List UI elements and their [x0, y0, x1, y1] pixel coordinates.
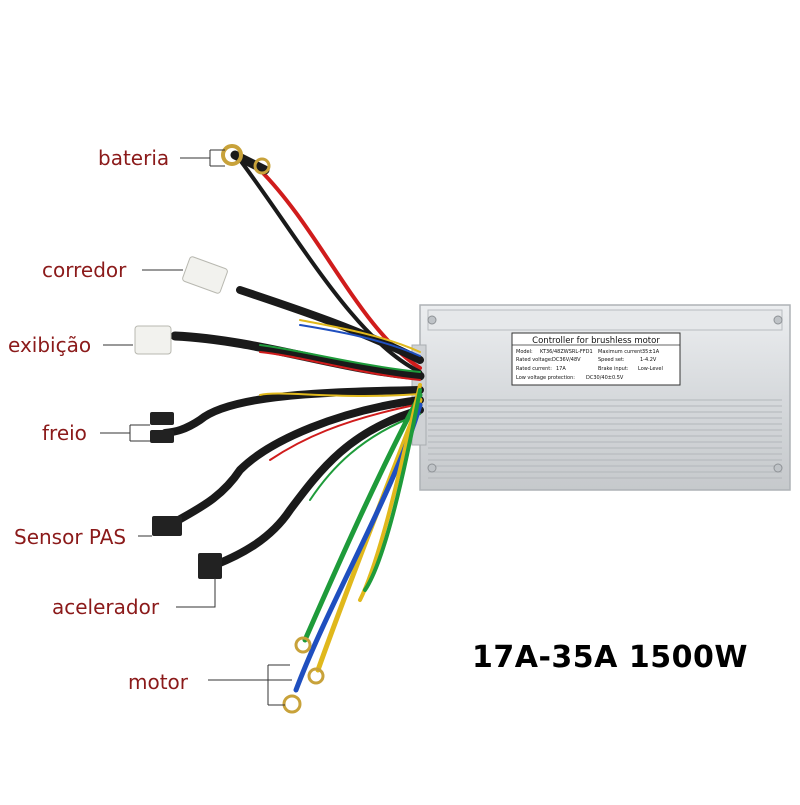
product-headline: 17A-35A 1500W — [472, 640, 748, 675]
acelerador-connector — [198, 553, 222, 579]
nameplate-row-1-key-1: Model: — [516, 349, 533, 355]
label-corredor: corredor — [42, 258, 127, 282]
freio-connector — [150, 412, 174, 425]
nameplate-row-2-val-1: DC36V/48V — [552, 357, 581, 363]
nameplate-row-1-key-2: Maximum current: — [598, 349, 644, 355]
label-sensor-pas: Sensor PAS — [14, 525, 127, 549]
battery-ring-terminal — [221, 144, 243, 166]
nameplate-row-3-val-1: 17A — [556, 366, 566, 372]
wire-harness — [161, 150, 425, 693]
label-acelerador: acelerador — [52, 595, 160, 619]
nameplate-row-2-key-1: Rated voltage: — [516, 357, 553, 363]
nameplate-row-2-val-2: 1-4.2V — [640, 357, 657, 363]
label-freio: freio — [42, 421, 87, 445]
sensor-pas-connector — [152, 516, 182, 536]
connectors — [134, 144, 325, 714]
label-bateria: bateria — [98, 146, 170, 170]
nameplate-row-3-key-2: Brake input: — [598, 366, 629, 372]
nameplate-row-4-val-1: DC30/40±0.5V — [586, 375, 624, 381]
label-motor: motor — [128, 670, 189, 694]
nameplate-title: Controller for brushless motor — [532, 336, 660, 346]
nameplate-row-3-key-1: Rated current: — [516, 366, 552, 372]
motor-ring-terminal — [294, 636, 312, 654]
leader-lines — [100, 149, 292, 706]
label-exibicao: exibição — [8, 333, 92, 357]
corredor-connector — [182, 256, 228, 294]
nameplate-row-1-val-2: 35±1A — [642, 349, 660, 355]
nameplate-row-2-key-2: Speed set: — [598, 357, 625, 363]
nameplate: Controller for brushless motor Model: KT… — [511, 332, 681, 386]
nameplate-row-1-val-1: KT36/48ZWSRL-FFD1 — [540, 349, 593, 355]
exibicao-connector — [134, 325, 172, 355]
nameplate-row-3-val-2: Low-Level — [638, 366, 663, 372]
nameplate-row-4-key-1: Low voltage protection: — [516, 375, 575, 381]
